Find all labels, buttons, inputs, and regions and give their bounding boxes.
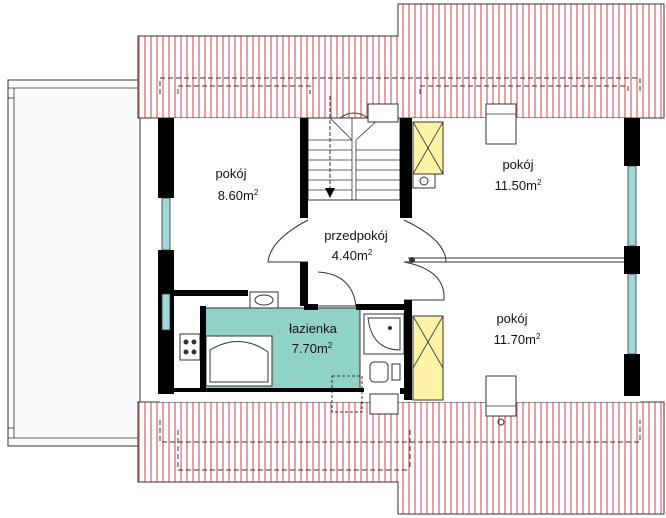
room-ne-area: 11.50m2 (495, 178, 542, 193)
room-ne-label: pokój (502, 157, 533, 172)
bathtub-icon (205, 335, 273, 387)
shower-icon (363, 313, 405, 355)
washbasin-icon (412, 173, 436, 189)
door-swings (267, 219, 624, 307)
roof-bottom (137, 401, 665, 515)
room-nw-area: 8.60m2 (218, 188, 259, 203)
toilet-icon (369, 361, 401, 383)
bathroom-label: łazienka (289, 321, 337, 336)
hallway-area: 4.40m2 (332, 248, 373, 263)
sink-icon (249, 291, 279, 309)
hallway-label: przedpokój (324, 228, 388, 243)
bathroom-window-icon (331, 375, 399, 415)
storage-cabinets (412, 121, 444, 401)
bathroom-area: 7.70m2 (292, 341, 333, 356)
roof-window-icon (485, 103, 517, 426)
roof-top (137, 3, 665, 119)
terrace (7, 79, 141, 447)
staircase-icon (307, 96, 401, 201)
wall-windows (161, 165, 637, 355)
stove-icon (179, 333, 201, 361)
room-se-label: pokój (496, 311, 527, 326)
room-se-area: 11.70m2 (494, 332, 541, 347)
room-nw-label: pokój (215, 166, 246, 181)
